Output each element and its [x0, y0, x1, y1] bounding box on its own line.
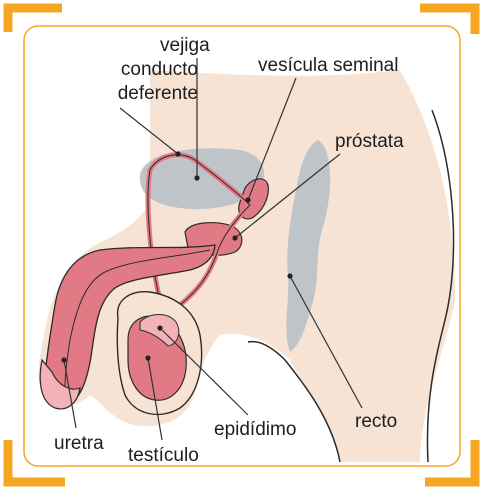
label-testiculo: testículo [128, 446, 199, 466]
label-vesicula: vesícula seminal [258, 56, 398, 76]
dot-vesicula [245, 197, 250, 202]
label-uretra: uretra [54, 434, 104, 454]
dot-epididimo [157, 325, 162, 330]
dot-conducto [175, 151, 180, 156]
label-recto: recto [355, 412, 397, 432]
label-prostata: próstata [335, 132, 404, 152]
dot-vejiga [194, 175, 199, 180]
dot-uretra [61, 357, 66, 362]
label-conducto-line1: conducto [90, 60, 198, 80]
dot-testiculo [145, 355, 150, 360]
label-vejiga: vejiga [160, 36, 210, 56]
label-epididimo: epidídimo [214, 420, 296, 440]
label-conducto-line2: deferente [90, 84, 198, 104]
dot-prostata [232, 235, 237, 240]
dot-recto [287, 273, 292, 278]
